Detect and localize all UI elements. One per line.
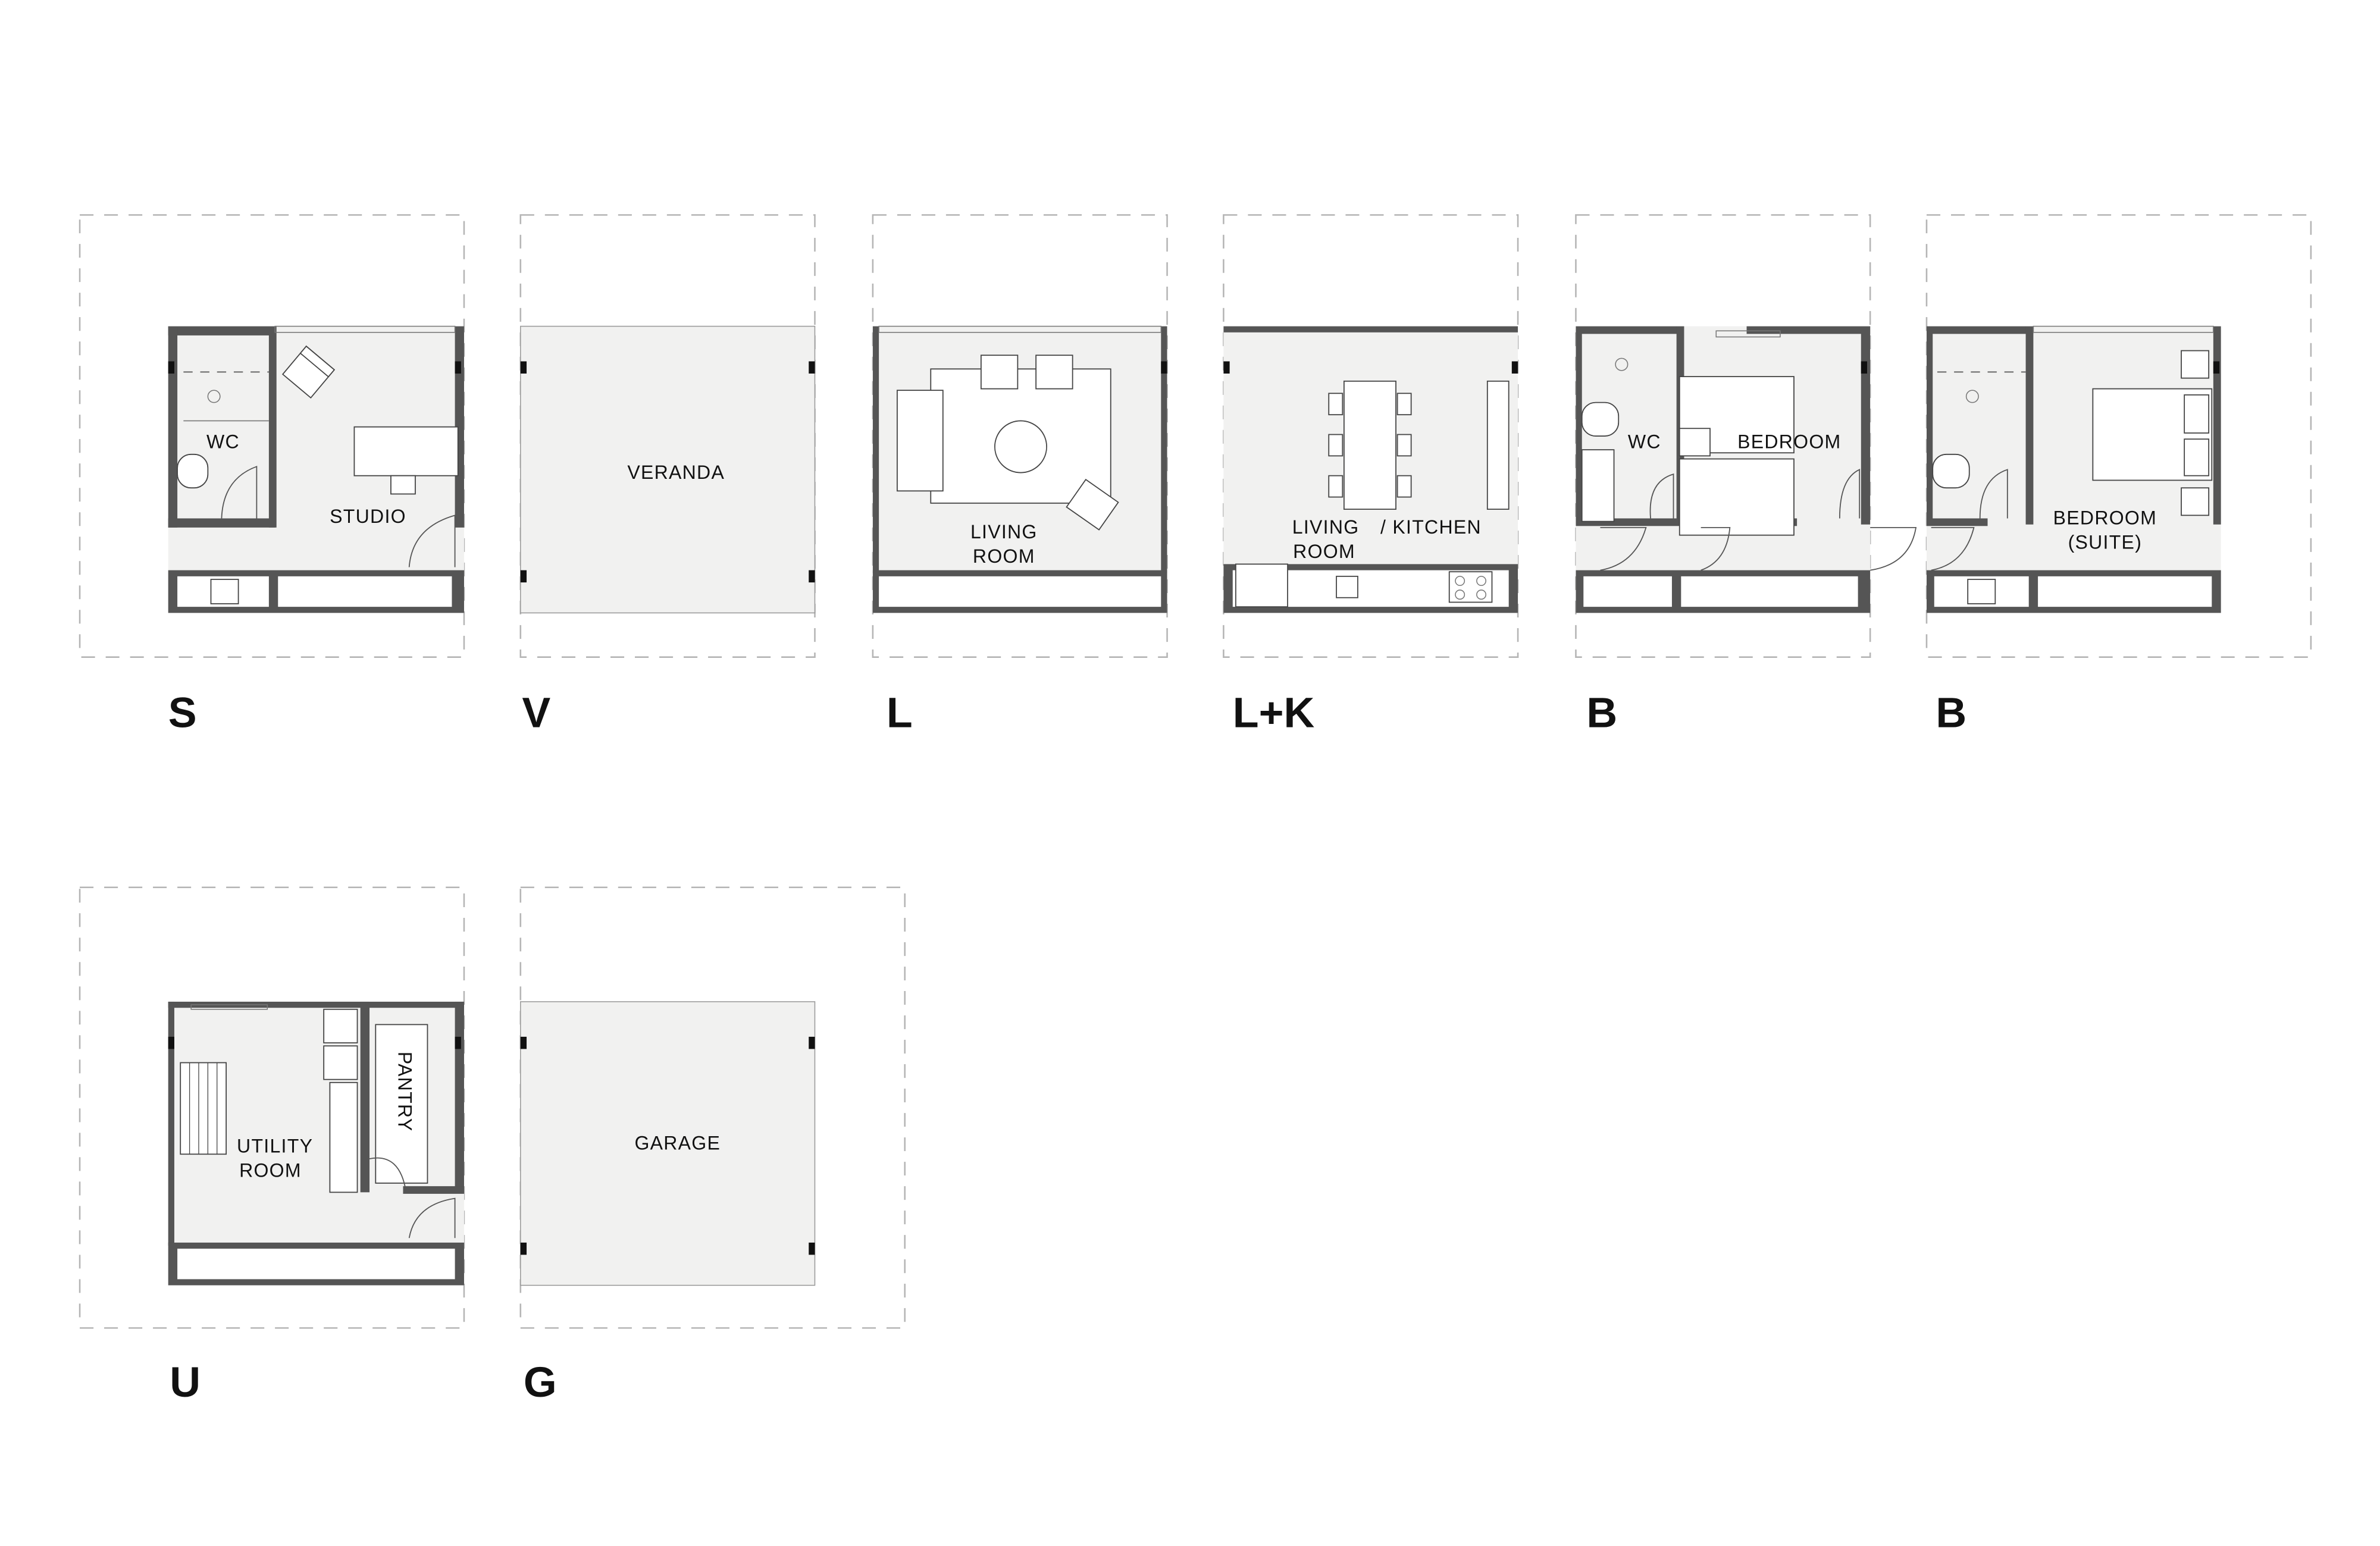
- window: [878, 325, 1162, 333]
- door: [1600, 526, 1647, 571]
- nightstand-icon: [2181, 350, 2210, 379]
- shelf: [1486, 380, 1510, 510]
- wall: [455, 326, 464, 528]
- chair-icon: [390, 475, 416, 495]
- window: [2033, 325, 2214, 333]
- appliance: [323, 1045, 358, 1080]
- wall: [168, 326, 275, 335]
- door: [1870, 526, 1917, 571]
- garage-floor: [520, 1001, 816, 1286]
- pantry-shelf: [375, 1024, 428, 1184]
- vanity-icon: [1581, 449, 1615, 522]
- sofa-icon: [896, 390, 944, 492]
- fridge-icon: [1235, 563, 1288, 608]
- dining-table-icon: [1343, 380, 1396, 510]
- wall: [168, 518, 275, 528]
- window: [190, 1004, 268, 1010]
- room-label: BEDROOM: [2053, 507, 2157, 529]
- toilet-icon: [1932, 453, 1970, 489]
- room-label: ROOM: [973, 545, 1035, 567]
- nightstand-icon: [1678, 428, 1711, 457]
- room-label: STUDIO: [330, 506, 406, 527]
- toilet-icon: [1581, 402, 1620, 437]
- door: [408, 1197, 456, 1238]
- appliance: [323, 1008, 358, 1044]
- room-label: PANTRY: [394, 1052, 416, 1132]
- door: [369, 1157, 407, 1193]
- room-label: (SUITE): [2068, 532, 2143, 553]
- door: [221, 466, 258, 519]
- module-letter: S: [168, 689, 197, 737]
- door: [1701, 526, 1731, 571]
- module-bedroom: WC BEDROOM B: [1575, 214, 1917, 737]
- desk-icon: [353, 426, 459, 476]
- cooktop-icon: [1448, 571, 1493, 603]
- sink-icon: [1336, 575, 1358, 598]
- module-letter: V: [522, 689, 550, 737]
- room-label: BEDROOM: [1737, 431, 1841, 453]
- armchair-icon: [281, 345, 336, 399]
- module-garage: GARAGE G: [519, 886, 906, 1406]
- chair-icon: [1035, 355, 1073, 390]
- room-label: / KITCHEN: [1380, 516, 1482, 538]
- chair-icon: [980, 355, 1019, 390]
- counter: [329, 1081, 358, 1193]
- room-label: ROOM: [1293, 541, 1355, 562]
- shower-drain-icon: [1615, 358, 1629, 371]
- room-label: WC: [1628, 431, 1661, 453]
- window: [1715, 330, 1781, 338]
- room-label: GARAGE: [634, 1133, 721, 1154]
- module-utility: UTILITY ROOM PANTRY U: [79, 886, 465, 1406]
- module-living-kitchen: LIVING ROOM / KITCHEN L+K: [1223, 214, 1519, 737]
- room-label: LIVING: [1292, 516, 1360, 538]
- module-letter: L+K: [1233, 689, 1315, 737]
- nightstand-icon: [2181, 487, 2210, 516]
- module-letter: U: [170, 1359, 201, 1406]
- veranda-floor: [520, 325, 816, 614]
- shower-drain-icon: [207, 390, 221, 403]
- room-label: VERANDA: [627, 462, 725, 483]
- drying-rack-icon: [180, 1062, 227, 1155]
- toilet-icon: [177, 453, 209, 489]
- room-label: WC: [206, 431, 240, 453]
- sink-icon: [1967, 579, 1996, 604]
- coffee-table-icon: [994, 420, 1047, 473]
- room-label: ROOM: [239, 1160, 302, 1181]
- module-letter: B: [1936, 689, 1966, 737]
- room-label: UTILITY: [237, 1136, 313, 1157]
- module-bedroom-suite: BEDROOM (SUITE) B: [1925, 214, 2312, 737]
- armchair-icon: [1066, 478, 1119, 531]
- window: [274, 325, 456, 333]
- wall: [268, 326, 277, 528]
- wall: [168, 326, 178, 528]
- module-letter: B: [1586, 689, 1617, 737]
- shower-drain-icon: [1965, 390, 1979, 403]
- module-letter: G: [524, 1359, 557, 1406]
- door: [408, 515, 456, 567]
- module-living: LIVING ROOM L: [872, 214, 1168, 737]
- room-label: LIVING: [970, 521, 1038, 542]
- door: [1931, 526, 1975, 571]
- module-studio: WC STUDIO S: [79, 214, 465, 737]
- bed-icon: [1678, 458, 1795, 536]
- module-letter: L: [887, 689, 913, 737]
- module-veranda: VERANDA V: [519, 214, 816, 737]
- sink-icon: [210, 579, 239, 604]
